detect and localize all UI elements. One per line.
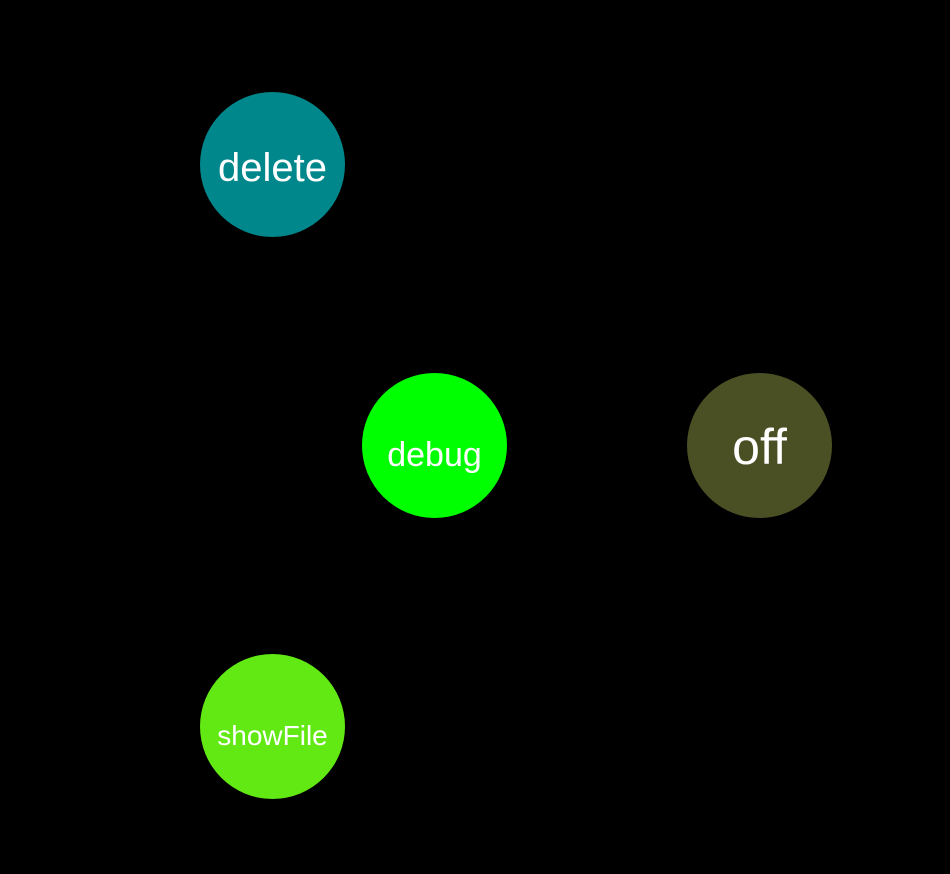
off-button[interactable]: off — [687, 373, 832, 518]
show-file-button-label: showFile — [217, 719, 328, 751]
delete-button[interactable]: delete — [200, 92, 345, 237]
show-file-button[interactable]: showFile — [200, 654, 345, 799]
debug-button-label: debug — [387, 435, 482, 474]
off-button-label: off — [732, 418, 787, 475]
debug-button[interactable]: debug — [362, 373, 507, 518]
delete-button-label: delete — [218, 146, 327, 190]
